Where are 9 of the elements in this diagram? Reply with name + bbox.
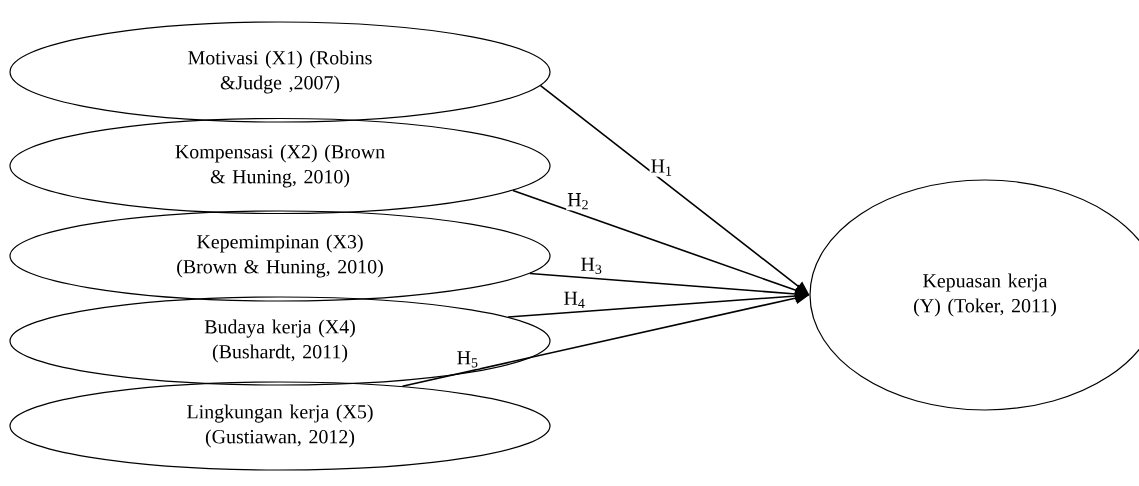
edge-label: H$_{4}$ <box>564 291 585 308</box>
ellipse-node: Motivasi (X1) (Robins &Judge ,2007) <box>9 21 551 123</box>
edge-label: H$_{2}$ <box>567 193 588 210</box>
edge-label: H$_{3}$ <box>581 257 602 274</box>
edge-label: H$_{1}$ <box>651 159 672 176</box>
ellipse-node: Lingkungan kerja (X5) (Gustiawan, 2012) <box>9 381 551 471</box>
ellipse-node: Kepemimpinan (X3) (Brown & Huning, 2010) <box>9 210 551 302</box>
ellipse-node: Kompensasi (X2) (Brown & Huning, 2010) <box>9 117 551 215</box>
edge-label: H$_{5}$ <box>457 351 478 368</box>
